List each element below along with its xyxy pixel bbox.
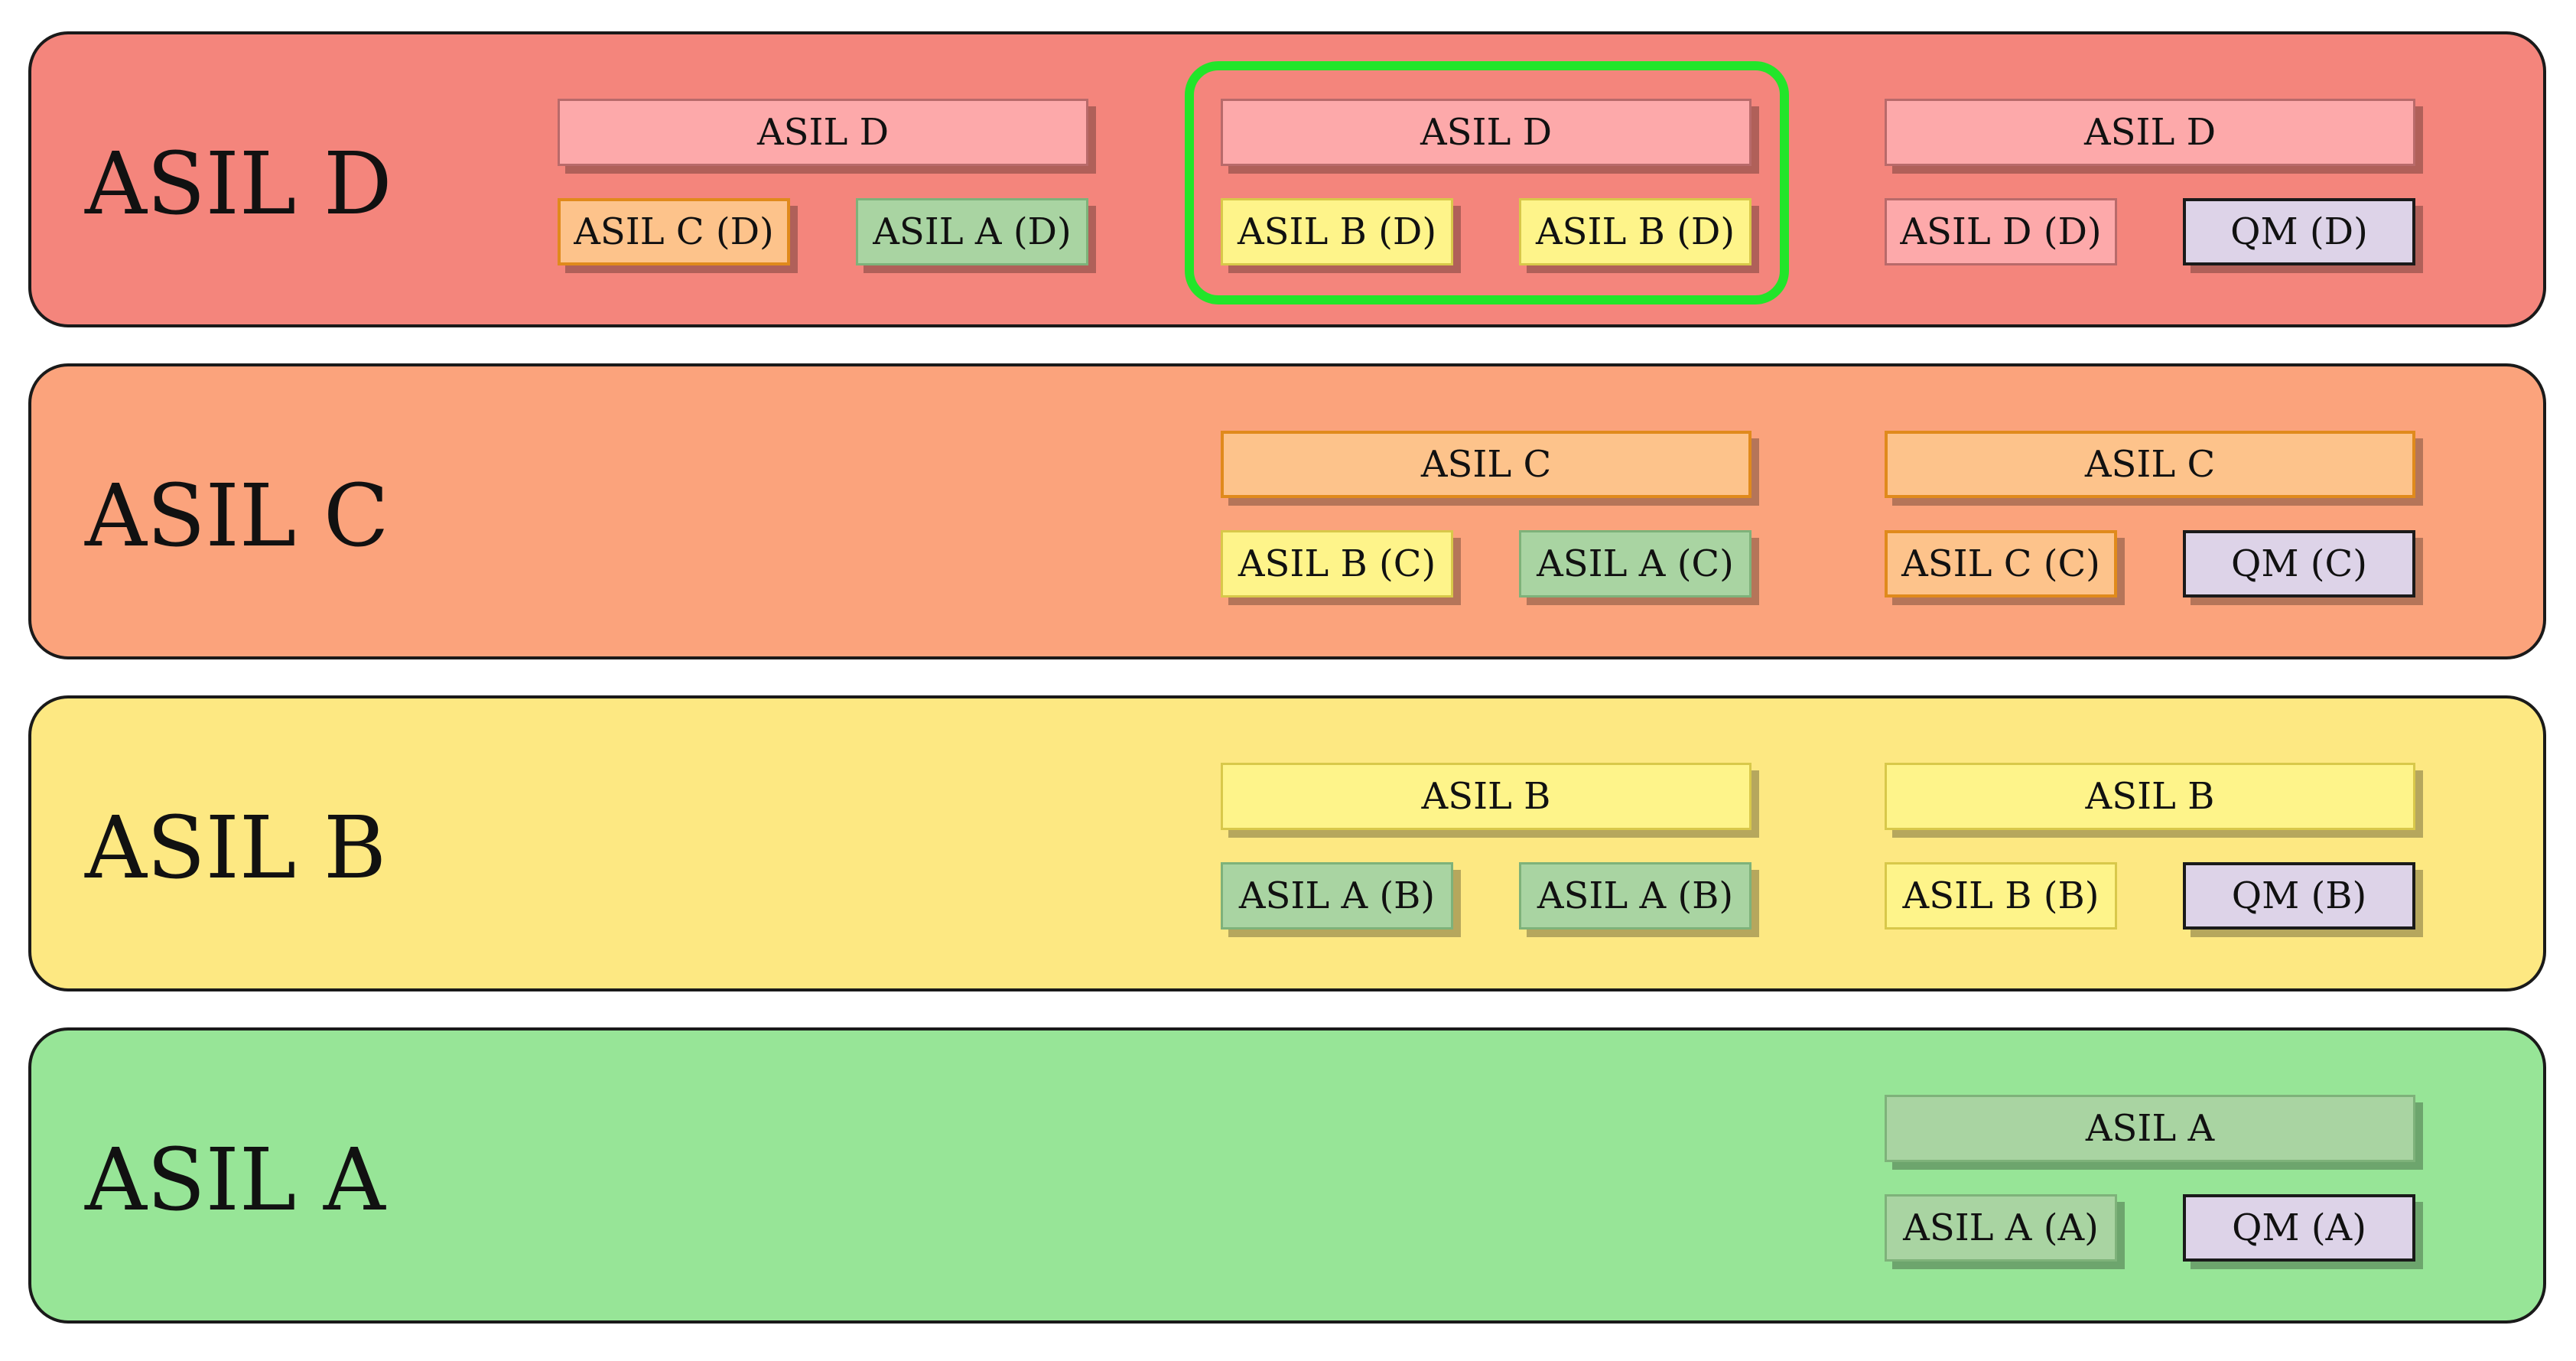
requirement-box-asil-b-d: ASIL B (D) <box>1519 198 1751 265</box>
requirement-box-asil-a-b: ASIL A (B) <box>1519 862 1751 930</box>
band-label-asil-c: ASIL C <box>85 467 389 566</box>
requirement-box-asil-a-b: ASIL A (B) <box>1221 862 1453 930</box>
band-label-asil-b: ASIL B <box>85 799 387 898</box>
requirement-box-asil-b-d: ASIL B (D) <box>1221 198 1453 265</box>
requirement-box-asil-b: ASIL B <box>1221 763 1751 830</box>
requirement-box-qm-d: QM (D) <box>2183 198 2415 265</box>
requirement-box-asil-b-b: ASIL B (B) <box>1885 862 2117 930</box>
requirement-box-asil-d-d: ASIL D (D) <box>1885 198 2117 265</box>
requirement-box-qm-c: QM (C) <box>2183 530 2415 597</box>
requirement-box-asil-a-c: ASIL A (C) <box>1519 530 1751 597</box>
requirement-box-asil-a: ASIL A <box>1885 1095 2415 1162</box>
requirement-box-asil-a-d: ASIL A (D) <box>856 198 1088 265</box>
requirement-box-asil-a-a: ASIL A (A) <box>1885 1194 2117 1262</box>
requirement-box-asil-c-c: ASIL C (C) <box>1885 530 2117 597</box>
requirement-box-asil-d: ASIL D <box>558 99 1088 166</box>
requirement-box-qm-b: QM (B) <box>2183 862 2415 930</box>
requirement-box-asil-b: ASIL B <box>1885 763 2415 830</box>
requirement-box-asil-c: ASIL C <box>1221 431 1751 498</box>
requirement-box-qm-a: QM (A) <box>2183 1194 2415 1262</box>
band-label-asil-d: ASIL D <box>85 135 392 234</box>
requirement-box-asil-d: ASIL D <box>1885 99 2415 166</box>
requirement-box-asil-c: ASIL C <box>1885 431 2415 498</box>
band-asil-a: ASIL A <box>28 1027 2546 1324</box>
requirement-box-asil-d: ASIL D <box>1221 99 1751 166</box>
band-asil-c: ASIL C <box>28 363 2546 659</box>
requirement-box-asil-b-c: ASIL B (C) <box>1221 530 1453 597</box>
band-label-asil-a: ASIL A <box>85 1131 385 1230</box>
band-asil-d: ASIL D <box>28 31 2546 327</box>
highlighted-decomposition-frame <box>1185 61 1789 304</box>
requirement-box-asil-c-d: ASIL C (D) <box>558 198 790 265</box>
band-asil-b: ASIL B <box>28 695 2546 991</box>
